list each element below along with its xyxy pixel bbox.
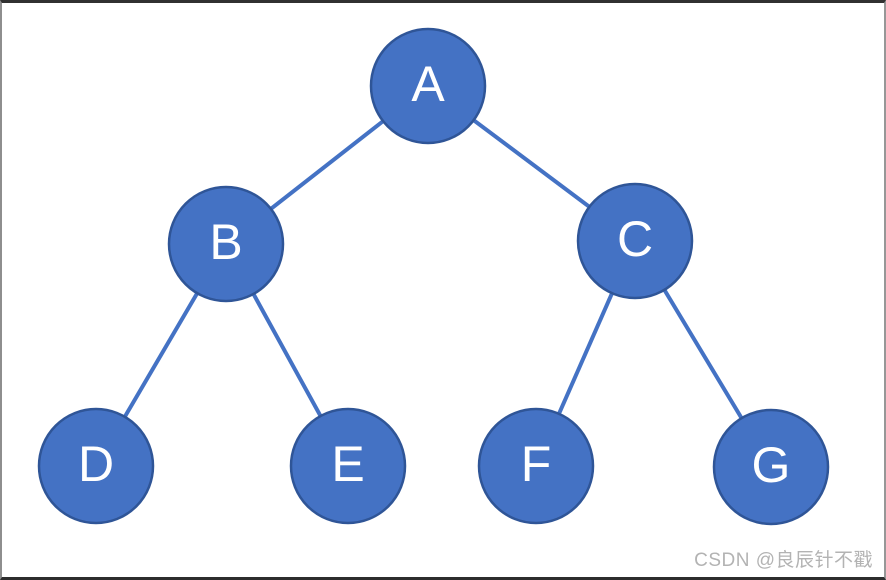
node-f-label: F — [521, 436, 552, 492]
node-b-circle — [167, 185, 285, 303]
binary-tree-diagram: A B C D E F G — [37, 27, 830, 526]
node-c: C — [576, 182, 694, 300]
node-e-circle — [289, 407, 407, 525]
node-c-circle — [576, 182, 694, 300]
node-e-label: E — [331, 436, 364, 492]
node-g: G — [712, 408, 830, 526]
node-c-label: C — [617, 211, 653, 267]
node-f: F — [477, 407, 595, 525]
watermark: CSDN @良辰针不戳 — [694, 550, 873, 571]
node-a-label: A — [411, 56, 445, 112]
node-g-circle — [712, 408, 830, 526]
node-d-label: D — [78, 436, 114, 492]
tree-nodes: A B C D E F G — [37, 27, 830, 526]
node-f-circle — [477, 407, 595, 525]
node-b-label: B — [209, 214, 242, 270]
node-a: A — [369, 27, 487, 145]
node-b: B — [167, 185, 285, 303]
node-d: D — [37, 407, 155, 525]
node-g-label: G — [752, 437, 791, 493]
node-a-circle — [369, 27, 487, 145]
node-d-circle — [37, 407, 155, 525]
node-e: E — [289, 407, 407, 525]
